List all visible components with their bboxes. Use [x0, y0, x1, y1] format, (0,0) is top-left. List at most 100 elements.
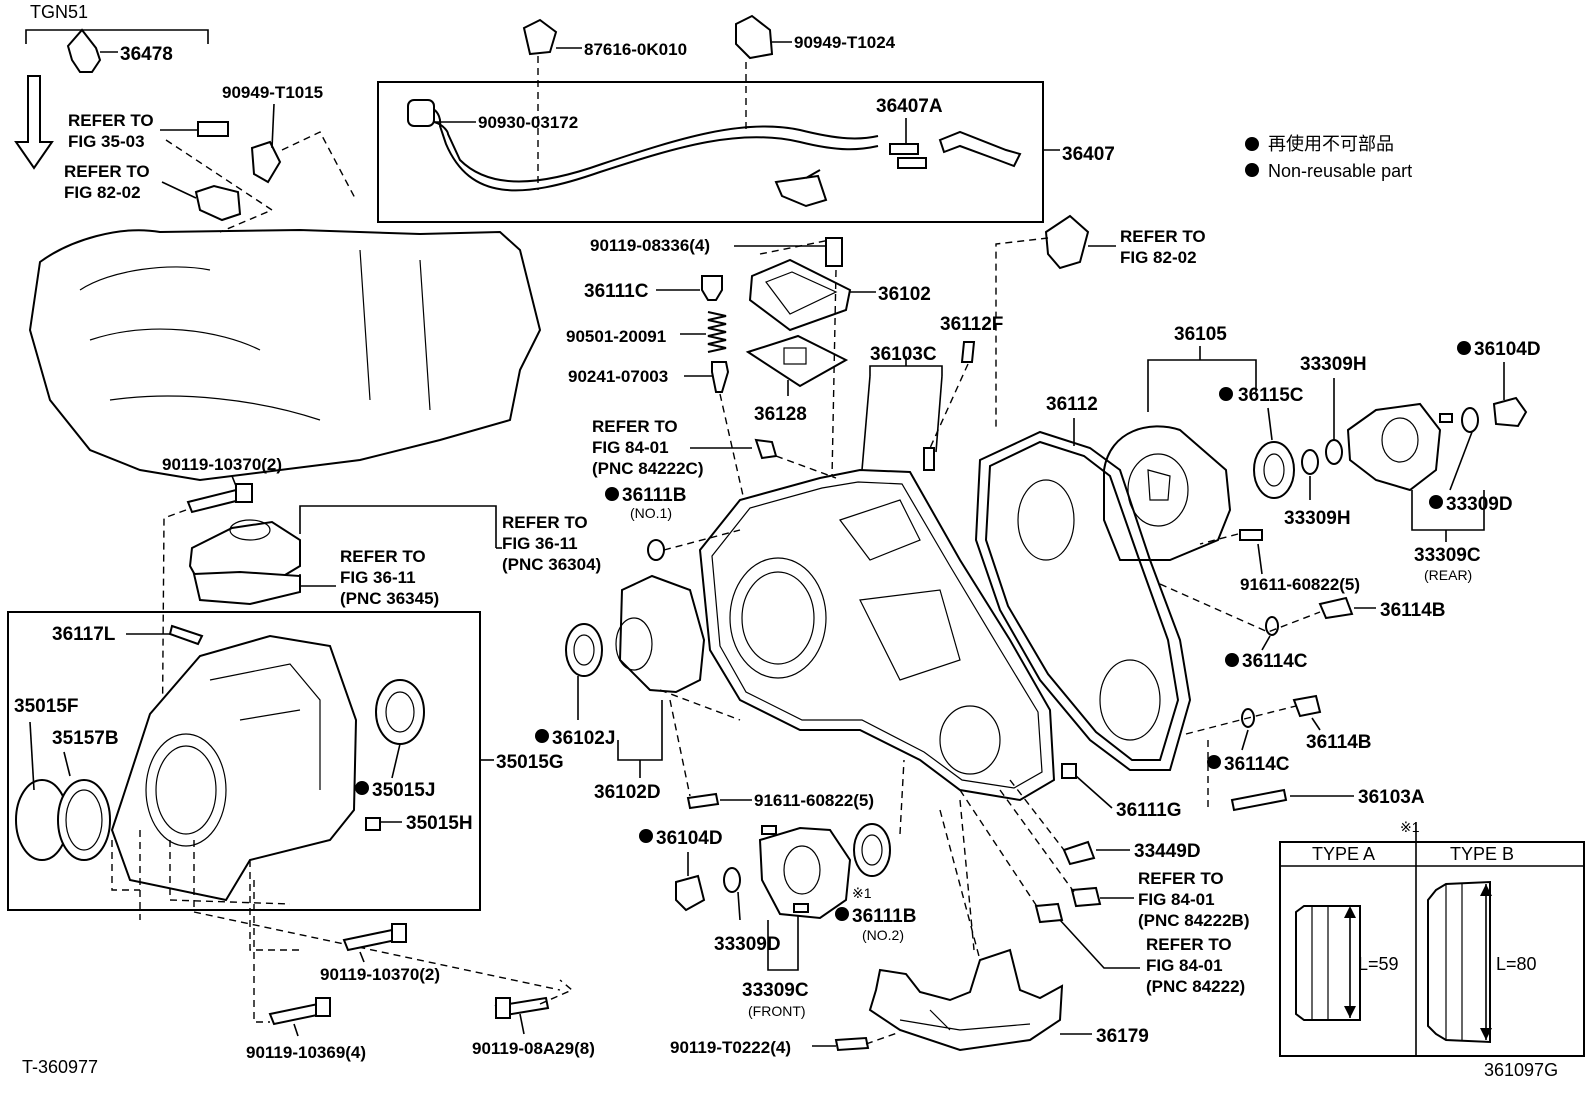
part-90949-T1024[interactable]: 90949-T1024: [794, 33, 896, 52]
part-33309C[interactable]: 33309C: [742, 980, 809, 1001]
refer-to-label: REFER TO: [68, 111, 154, 130]
ref-pnc-36304[interactable]: (PNC 36304): [502, 555, 601, 574]
ref-pnc-84222[interactable]: (PNC 84222): [1146, 977, 1245, 996]
ref-fig-35-03[interactable]: FIG 35-03: [68, 132, 145, 151]
bracket-icon: [1044, 214, 1090, 270]
part-36111C[interactable]: 36111C: [584, 281, 649, 302]
part-33449D[interactable]: 33449D: [1134, 841, 1201, 862]
part-35015G[interactable]: 35015G: [496, 752, 564, 773]
non-reusable-marker: [1245, 137, 1259, 151]
part-36104D[interactable]: 36104D: [656, 828, 723, 849]
part-36112[interactable]: 36112: [1046, 394, 1098, 415]
part-90119-08A29[interactable]: 90119-08A29(8): [472, 1039, 595, 1058]
non-reusable-marker: [535, 729, 549, 743]
ball-icon: [711, 361, 730, 393]
plug-icon: [1318, 596, 1354, 620]
part-90119-08336[interactable]: 90119-08336(4): [590, 236, 710, 255]
bolt-icon: [186, 488, 242, 514]
part-36102J[interactable]: 36102J: [552, 728, 615, 749]
ref-fig-36-11[interactable]: FIG 36-11: [502, 534, 578, 553]
part-90119-10369[interactable]: 90119-10369(4): [246, 1043, 366, 1062]
part-36407[interactable]: 36407: [1062, 144, 1115, 165]
part-91611-60822[interactable]: 91611-60822(5): [1240, 575, 1360, 594]
ref-pnc-36345[interactable]: (PNC 36345): [340, 589, 439, 608]
part-36114C[interactable]: 36114C: [1224, 754, 1290, 775]
part-33309C[interactable]: 33309C: [1414, 545, 1481, 566]
part-33309H[interactable]: 33309H: [1284, 508, 1351, 529]
part-90119-10370[interactable]: 90119-10370(2): [162, 455, 282, 474]
ref-pnc-84222C[interactable]: (PNC 84222C): [592, 459, 704, 478]
part-36111B-no2[interactable]: 36111B: [852, 906, 916, 927]
plug-icon: [1292, 694, 1322, 718]
part-36114C[interactable]: 36114C: [1242, 651, 1308, 672]
pin-icon: [168, 624, 204, 646]
ref-fig-84-01[interactable]: FIG 84-01: [1146, 956, 1223, 975]
part-36114B[interactable]: 36114B: [1306, 732, 1372, 753]
bracket-36478-icon: [66, 28, 102, 73]
part-33309D[interactable]: 33309D: [714, 934, 781, 955]
non-reusable-marker: [639, 829, 653, 843]
part-36111G[interactable]: 36111G: [1116, 800, 1182, 821]
plug-icon: [1034, 902, 1064, 924]
dowel-icon: [923, 447, 935, 471]
bolt-icon: [197, 121, 229, 137]
part-36102D[interactable]: 36102D: [594, 782, 661, 803]
part-35015H[interactable]: 35015H: [406, 813, 473, 834]
non-reusable-marker: [1225, 653, 1239, 667]
clamp-icon: [250, 140, 282, 184]
type-a-label: TYPE A: [1312, 844, 1375, 864]
washer-icon: [1301, 449, 1319, 475]
part-35015J[interactable]: 35015J: [372, 780, 435, 801]
part-90119-10370[interactable]: 90119-10370(2): [320, 965, 440, 984]
part-36104D[interactable]: 36104D: [1474, 339, 1541, 360]
part-36407A[interactable]: 36407A: [876, 96, 943, 117]
footer-code-right: 361097G: [1484, 1060, 1558, 1080]
part-90501-20091[interactable]: 90501-20091: [566, 327, 666, 346]
part-33309D[interactable]: 33309D: [1446, 494, 1513, 515]
ref-fig-36-11[interactable]: FIG 36-11: [340, 568, 416, 587]
part-36102[interactable]: 36102: [878, 284, 931, 305]
part-90949-T1015[interactable]: 90949-T1015: [222, 83, 323, 102]
transmission-outline: [28, 228, 542, 482]
part-36179[interactable]: 36179: [1096, 1026, 1149, 1047]
part-36111B-no1[interactable]: 36111B: [622, 485, 686, 506]
part-33309H[interactable]: 33309H: [1300, 354, 1367, 375]
part-36103C[interactable]: 36103C: [870, 344, 937, 365]
ref-fig-82-02[interactable]: FIG 82-02: [64, 183, 141, 202]
part-90241-07003[interactable]: 90241-07003: [568, 367, 668, 386]
part-35015F[interactable]: 35015F: [14, 696, 78, 717]
part-90119-T0222[interactable]: 90119-T0222(4): [670, 1038, 791, 1057]
ref-fig-84-01[interactable]: FIG 84-01: [592, 438, 669, 457]
ref-fig-84-01[interactable]: FIG 84-01: [1138, 890, 1215, 909]
bolt-icon: [342, 928, 398, 952]
flange-front-icon: [758, 826, 852, 920]
bolt-icon: [268, 1002, 324, 1026]
transfer-adapter-icon: [110, 634, 358, 902]
ref-fig-82-02[interactable]: FIG 82-02: [1120, 248, 1197, 267]
non-reusable-marker: [1429, 495, 1443, 509]
part-36478[interactable]: 36478: [120, 44, 173, 65]
part-90930-03172[interactable]: 90930-03172: [478, 113, 578, 132]
plug-icon: [1070, 886, 1102, 908]
part-36103A[interactable]: 36103A: [1358, 787, 1425, 808]
ref-pnc-84222B[interactable]: (PNC 84222B): [1138, 911, 1250, 930]
refer-to-label: REFER TO: [1146, 935, 1232, 954]
part-36117L[interactable]: 36117L: [52, 624, 116, 645]
spring-icon: [707, 311, 727, 353]
refer-to-label: REFER TO: [502, 513, 588, 532]
part-87616-0K010[interactable]: 87616-0K010: [584, 40, 687, 59]
bolt-icon: [686, 792, 720, 810]
pin-icon: [1061, 763, 1077, 779]
part-36115C[interactable]: 36115C: [1238, 385, 1304, 406]
type-b-label: TYPE B: [1450, 844, 1514, 864]
part-36114B[interactable]: 36114B: [1380, 600, 1446, 621]
part-36128[interactable]: 36128: [754, 404, 807, 425]
part-35157B[interactable]: 35157B: [52, 728, 119, 749]
nut-icon: [1492, 396, 1528, 428]
part-36105[interactable]: 36105: [1174, 324, 1227, 345]
bolt-icon: [834, 1036, 870, 1052]
oil-seal-icon: [565, 623, 603, 677]
part-91611-60822[interactable]: 91611-60822(5): [754, 791, 874, 810]
part-36112F[interactable]: 36112F: [940, 314, 1003, 335]
model-code-label: TGN51: [30, 2, 88, 22]
